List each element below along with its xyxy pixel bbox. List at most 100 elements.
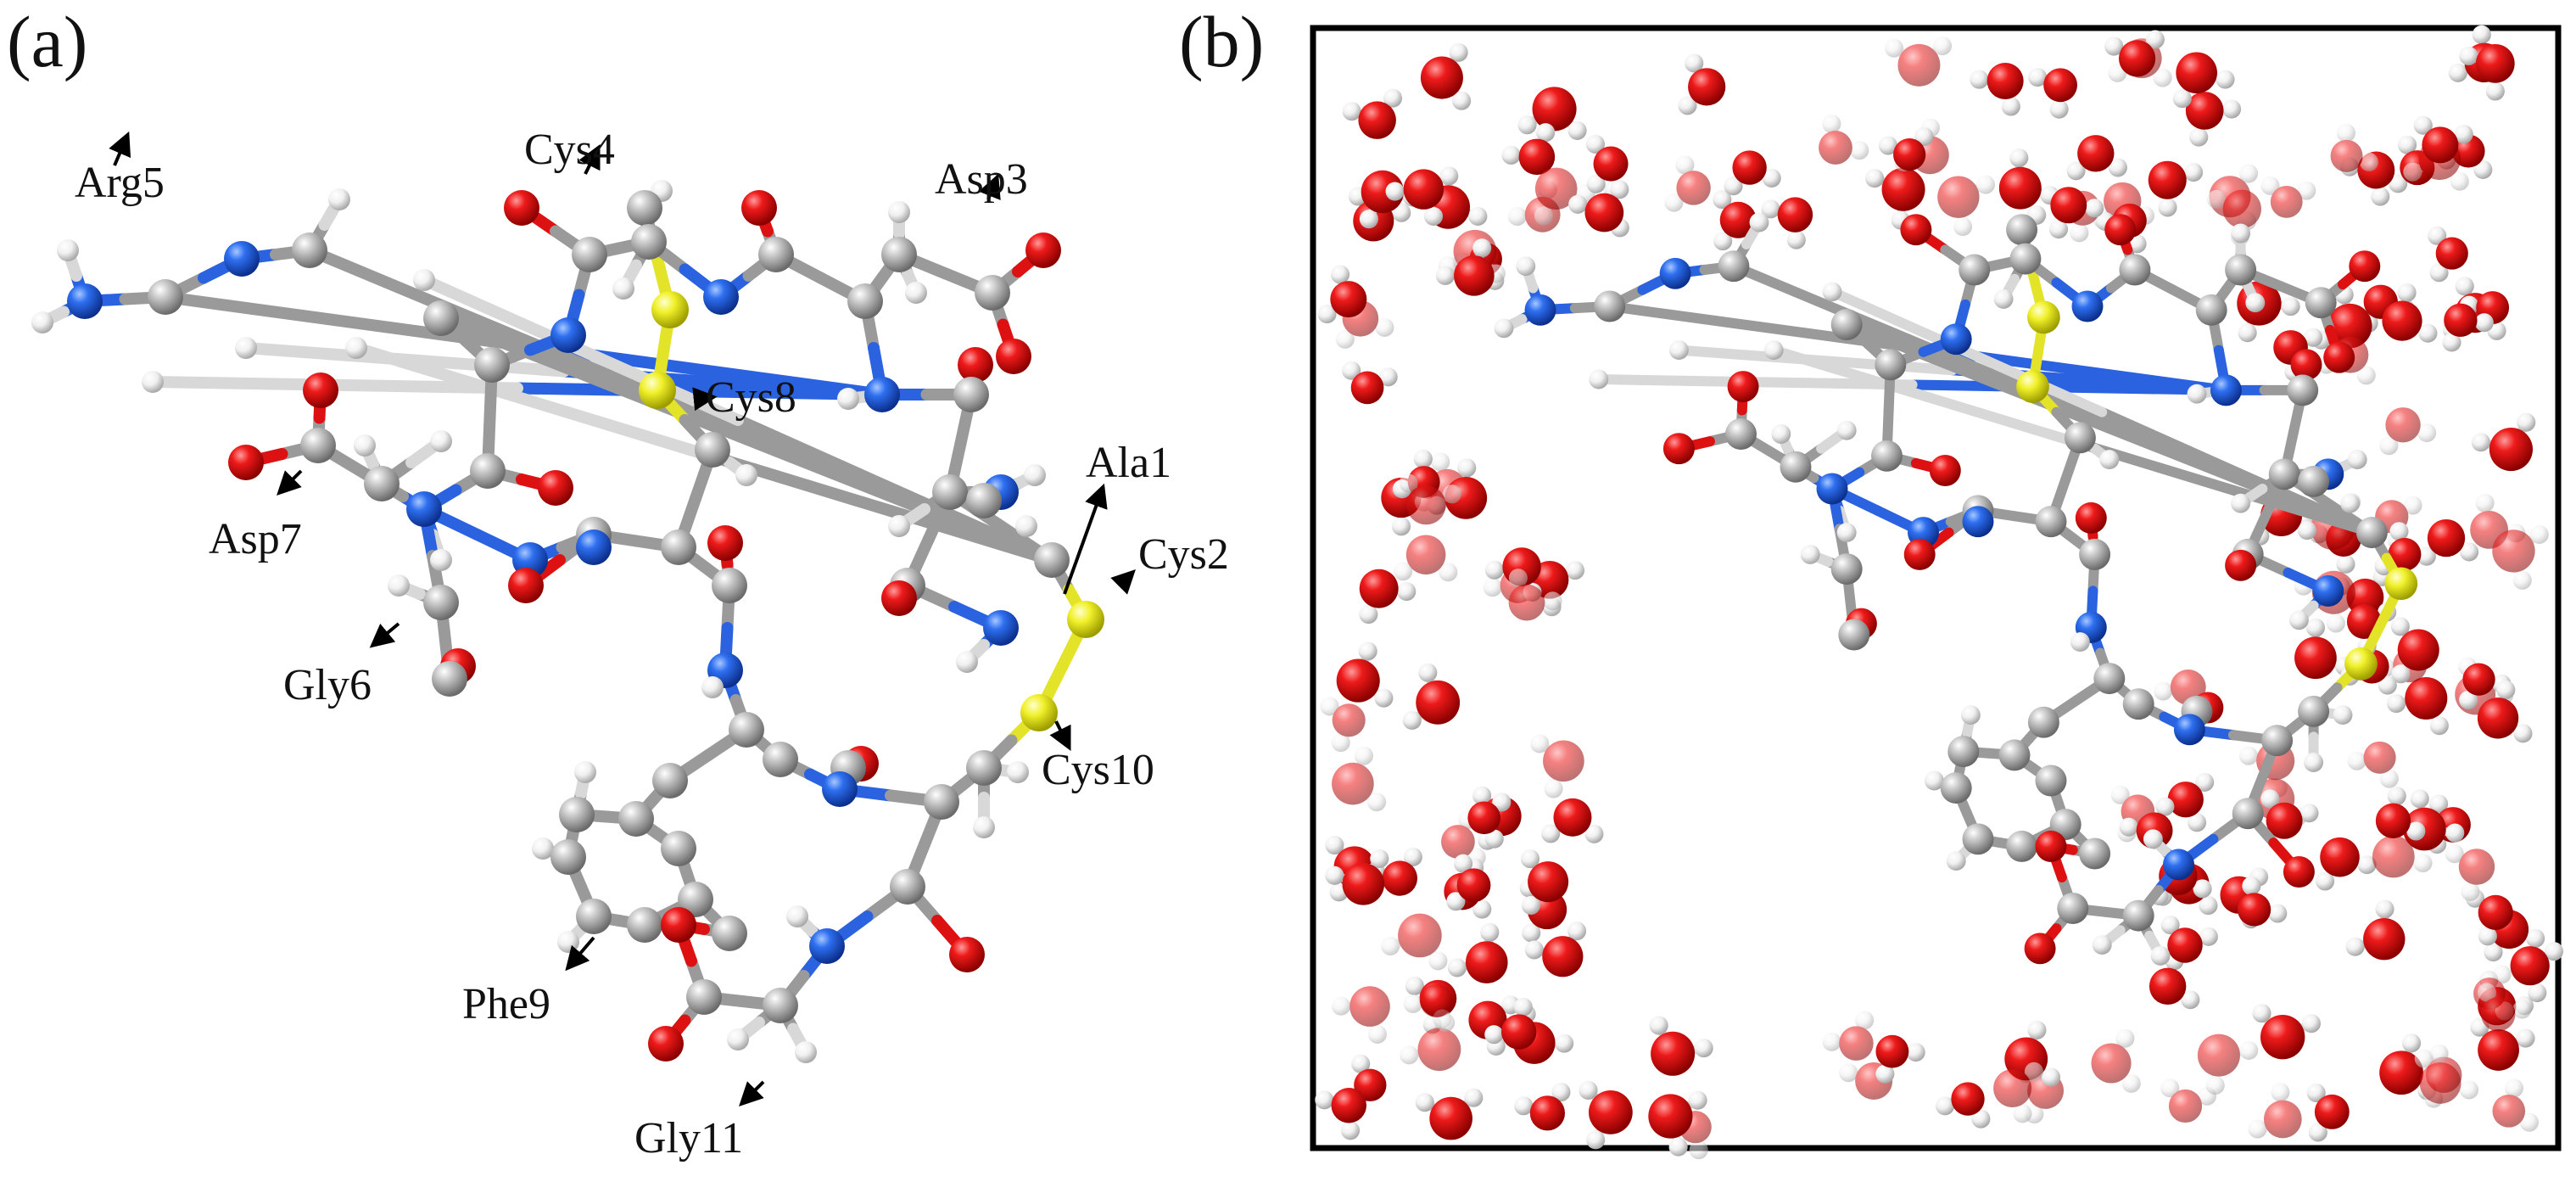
oxygen-atom: [1584, 193, 1624, 232]
water-molecule: [1441, 810, 1486, 867]
carbon-atom: [712, 568, 747, 603]
carbon-atom: [763, 742, 798, 777]
water-molecule: [2294, 618, 2355, 680]
carbon-atom: [966, 750, 1002, 786]
hydrogen-atom: [2417, 423, 2437, 443]
hydrogen-atom: [2401, 1034, 2422, 1053]
water-molecule: [1335, 300, 1394, 349]
hydrogen-atom: [2450, 171, 2469, 191]
peptide-atoms: [31, 180, 1104, 1063]
hydrogen-atom: [1435, 266, 1455, 285]
nitrogen-atom: [864, 377, 900, 412]
carbon-atom: [652, 763, 688, 798]
hydrogen-atom: [2471, 433, 2490, 452]
water-molecule: [1514, 1083, 1571, 1131]
hydrogen-atom: [2414, 1049, 2434, 1068]
hydrogen-atom: [1543, 591, 1562, 611]
oxygen-atom: [1727, 371, 1759, 403]
hydrogen-atom: [2024, 1062, 2043, 1081]
label-arrow: [565, 936, 595, 972]
oxygen-atom: [1903, 538, 1936, 570]
label-arrow: [109, 131, 131, 166]
carbon-atom: [2079, 538, 2111, 570]
hydrogen-atom: [2221, 99, 2242, 119]
hydrogen-atom: [1763, 340, 1784, 361]
carbon-atom: [2305, 287, 2337, 319]
hydrogen-atom: [1544, 779, 1563, 798]
hydrogen-atom: [1442, 485, 1461, 504]
hydrogen-atom: [1403, 847, 1422, 866]
water-molecule: [1399, 473, 1461, 525]
water-molecule: [1648, 1090, 1707, 1157]
nitrogen-atom: [67, 283, 103, 319]
label-arrow: [739, 1080, 765, 1106]
hydrogen-atom: [235, 337, 257, 359]
carbon-atom: [2079, 837, 2111, 870]
oxygen-atom: [2375, 803, 2411, 838]
hydrogen-atom: [2245, 293, 2266, 313]
label-arrow: [277, 469, 303, 496]
water-molecule: [1761, 197, 1813, 249]
water-molecule: [2330, 123, 2378, 172]
oxygen-atom: [1986, 62, 2024, 100]
hydrogen-atom: [2417, 546, 2436, 566]
hydrogen-atom: [2459, 690, 2478, 710]
hydrogen-atom: [2413, 115, 2433, 135]
hydrogen-atom: [2301, 1014, 2322, 1034]
oxygen-atom: [1543, 740, 1584, 782]
carbon-atom: [1875, 349, 1907, 381]
hydrogen-atom: [1771, 424, 1791, 444]
hydrogen-atom: [1480, 922, 1500, 942]
carbon-atom: [627, 190, 662, 226]
oxygen-atom: [2263, 1100, 2302, 1139]
hydrogen-atom: [1453, 854, 1473, 873]
hydrogen-atom: [1555, 1034, 1574, 1053]
carbon-atom: [1959, 254, 1991, 286]
hydrogen-atom: [2154, 681, 2173, 701]
oxygen-atom: [2075, 501, 2107, 534]
hydrogen-atom: [2418, 323, 2438, 343]
hydrogen-atom: [1906, 1043, 1925, 1062]
hydrogen-atom: [1584, 824, 1604, 843]
hydrogen-atom: [2516, 1028, 2535, 1048]
oxygen-atom: [2148, 160, 2187, 199]
hydrogen-atom: [1522, 923, 1541, 943]
hydrogen-atom: [1567, 120, 1587, 140]
hydrogen-atom: [2231, 493, 2251, 513]
carbon-atom: [2064, 422, 2096, 454]
oxygen-atom: [2266, 802, 2303, 839]
oxygen-atom: [1819, 131, 1852, 165]
water-molecule: [1402, 663, 1461, 730]
oxygen-atom: [2118, 40, 2156, 77]
hydrogen-atom: [2238, 323, 2257, 343]
hydrogen-atom: [2454, 124, 2473, 144]
hydrogen-atom: [1418, 663, 1438, 682]
water-molecule: [1998, 148, 2059, 210]
oxygen-atom: [2283, 856, 2315, 888]
hydrogen-atom: [1370, 849, 1389, 869]
hydrogen-atom: [2517, 412, 2536, 432]
nitrogen-atom: [1940, 323, 1972, 356]
hydrogen-atom: [1713, 232, 1733, 251]
hydrogen-atom: [1375, 317, 1394, 338]
hydrogen-atom: [1431, 452, 1450, 472]
hydrogen-atom: [1320, 697, 1339, 716]
oxygen-atom: [1465, 941, 1508, 983]
hydrogen-atom: [1865, 169, 1885, 188]
water-molecule: [2345, 899, 2406, 961]
oxygen-atom: [2237, 893, 2271, 927]
water-molecule: [2379, 407, 2437, 456]
water-molecule: [2382, 283, 2438, 343]
carbon-atom: [470, 453, 506, 489]
hydrogen-atom: [2238, 746, 2259, 765]
bond: [1827, 286, 2108, 417]
sulfur-atom: [651, 291, 689, 328]
hydrogen-atom: [2460, 542, 2479, 562]
hydrogen-atom: [2066, 161, 2086, 181]
oxygen-atom: [2477, 697, 2519, 739]
hydrogen-atom: [2193, 879, 2212, 899]
oxygen-atom: [538, 470, 573, 506]
hydrogen-atom: [1340, 1121, 1361, 1140]
label-cys10: Cys10: [1042, 746, 1154, 794]
oxygen-atom: [504, 190, 539, 226]
